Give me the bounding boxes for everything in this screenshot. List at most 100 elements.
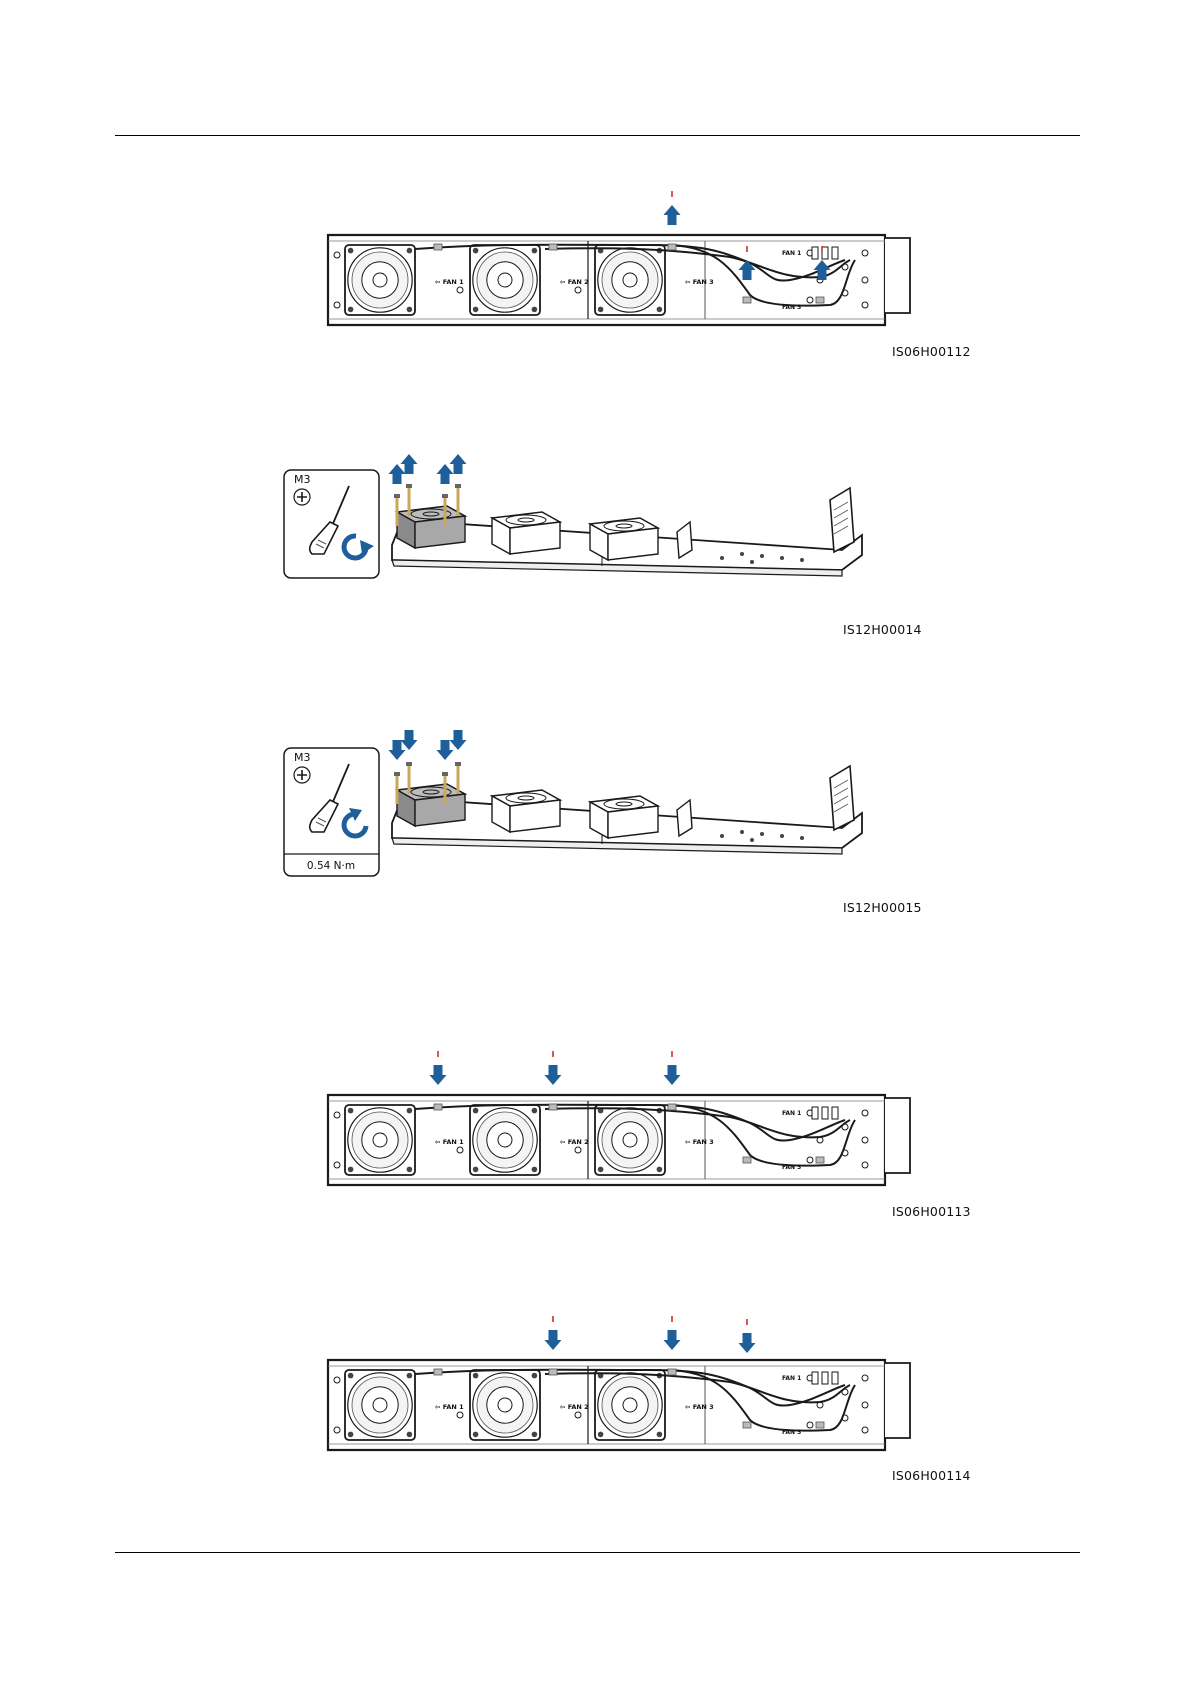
header-rule: [115, 135, 1080, 136]
fan-icon: [345, 1370, 415, 1440]
mounting-hole: [334, 1162, 340, 1168]
screw-hole: [348, 1167, 354, 1173]
screw-hole: [657, 307, 663, 313]
fan-icon: [492, 790, 560, 832]
cable-tie-mount: [743, 297, 751, 303]
fan-connector: [832, 247, 838, 259]
fan-icon: [590, 518, 658, 560]
fan-label-2: ⇦ FAN 2: [560, 1403, 589, 1411]
screw-type-label: M3: [294, 751, 311, 764]
panel-label-text: FAN 1: [782, 1110, 801, 1117]
mounting-hole: [334, 1377, 340, 1383]
mounting-hole: [862, 250, 868, 256]
cable-tie-mount: [816, 1157, 824, 1163]
cable-tie-mount: [434, 1369, 442, 1375]
fan-label-3: ⇦ FAN 3: [685, 1403, 714, 1411]
screw-hole: [348, 1432, 354, 1438]
mounting-hole: [720, 556, 724, 560]
fan-label-text: ⇦ FAN 1: [435, 278, 464, 286]
mounting-hole: [862, 1427, 868, 1433]
figure-fan-tray-isometric-remove: M3: [282, 470, 922, 620]
screw-hole: [407, 307, 413, 313]
mounting-hole: [807, 1422, 813, 1428]
cable-tie-mount: [816, 1422, 824, 1428]
fan-icon: [492, 512, 560, 554]
fan-tray: ⇦ FAN 1⇦ FAN 2⇦ FAN 3FAN 1FAN 3: [328, 1316, 910, 1450]
mounting-hole: [807, 297, 813, 303]
panel-label-text: FAN 1: [782, 1375, 801, 1382]
mounting-hole: [862, 1402, 868, 1408]
screw-hole: [532, 248, 538, 254]
screw-hole: [532, 1432, 538, 1438]
fan-icon: [470, 1370, 540, 1440]
fan-icon: [470, 245, 540, 315]
screw-hole: [473, 1373, 479, 1379]
screw-hole: [598, 1432, 604, 1438]
fan-label-3: ⇦ FAN 3: [685, 278, 714, 286]
cable-tie-mount: [743, 1422, 751, 1428]
arrow-down-icon: [437, 740, 454, 760]
cable-tie-mount: [668, 244, 676, 250]
fan-label-3: ⇦ FAN 3: [685, 1138, 714, 1146]
tool-callout: M30.54 N·m: [284, 748, 379, 876]
footer-rule: [115, 1552, 1080, 1553]
fan-label-text: ⇦ FAN 2: [560, 1403, 589, 1411]
fan-label-text: ⇦ FAN 3: [685, 1138, 714, 1146]
mounting-hole: [862, 1375, 868, 1381]
screw-type-label: M3: [294, 473, 311, 486]
figure-caption: IS12H00014: [843, 622, 922, 637]
mounting-hole: [575, 1412, 581, 1418]
mounting-hole: [457, 1412, 463, 1418]
mounting-hole: [740, 830, 744, 834]
arrow-up-icon: [437, 464, 454, 484]
screw-hole: [348, 248, 354, 254]
fan-tray-isometric-drawing: M3: [282, 470, 922, 620]
fan-icon: [595, 245, 665, 315]
arrow-down-icon: [545, 1051, 562, 1085]
cable-tie-mount: [434, 1104, 442, 1110]
tray-rear-flange: [885, 238, 910, 313]
mounting-hole: [750, 838, 754, 842]
fan-tray: ⇦ FAN 1⇦ FAN 2⇦ FAN 3FAN 1FAN 3: [328, 1051, 910, 1185]
fan-icon: [595, 1105, 665, 1175]
screw-hole: [657, 1167, 663, 1173]
fan-label-text: ⇦ FAN 2: [560, 278, 589, 286]
mounting-hole: [780, 834, 784, 838]
arrow-down-icon: [739, 1319, 756, 1353]
fan-icon: [345, 245, 415, 315]
fan-connector: [822, 247, 828, 259]
mounting-hole: [720, 834, 724, 838]
mounting-hole: [807, 1157, 813, 1163]
fan-label-text: ⇦ FAN 1: [435, 1403, 464, 1411]
cable-tie-mount: [549, 1104, 557, 1110]
mounting-hole: [457, 1147, 463, 1153]
screw-hole: [407, 1432, 413, 1438]
mounting-hole: [457, 287, 463, 293]
figure-caption: IS06H00113: [892, 1204, 971, 1219]
arrow-down-icon: [389, 740, 406, 760]
arrow-down-icon: [545, 1316, 562, 1350]
screw-hole: [348, 1373, 354, 1379]
mounting-hole: [334, 1112, 340, 1118]
mounting-hole: [862, 277, 868, 283]
screw-hole: [473, 248, 479, 254]
fan-label-text: ⇦ FAN 2: [560, 1138, 589, 1146]
mounting-hole: [780, 556, 784, 560]
tray-rear-flange: [885, 1098, 910, 1173]
fan-label-text: ⇦ FAN 3: [685, 278, 714, 286]
figure-caption: IS12H00015: [843, 900, 922, 915]
figure-fan-tray-top-view-2: ⇦ FAN 1⇦ FAN 2⇦ FAN 3FAN 1FAN 3: [320, 1065, 960, 1205]
arrow-down-icon: [664, 1316, 681, 1350]
cable-tie-mount: [434, 244, 442, 250]
screw-hole: [532, 1373, 538, 1379]
screw-hole: [532, 1108, 538, 1114]
mounting-hole: [862, 1137, 868, 1143]
screw-hole: [348, 307, 354, 313]
fan-label-2: ⇦ FAN 2: [560, 278, 589, 286]
tray-rear-flange: [885, 1363, 910, 1438]
